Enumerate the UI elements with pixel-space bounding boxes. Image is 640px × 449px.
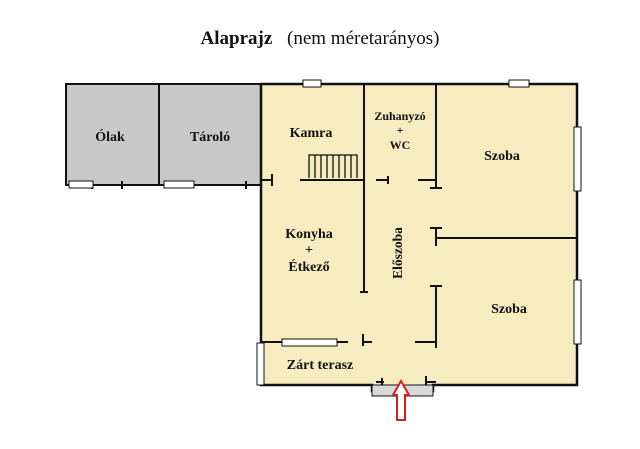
label-olak: Ólak — [95, 128, 125, 145]
label-zuhanyzo-2: + — [397, 123, 404, 137]
olak-room — [65, 83, 160, 186]
window-tarolo — [163, 180, 195, 189]
label-zuhanyzo-3: WC — [390, 138, 411, 152]
label-konyha-3: Étkező — [288, 258, 329, 275]
window-top-left — [302, 79, 322, 88]
label-szoba-upper: Szoba — [484, 149, 520, 164]
title-subtitle: (nem méretarányos) — [287, 28, 440, 49]
title-main: Alaprajz — [200, 28, 273, 49]
window-right-upper — [573, 126, 582, 192]
label-tarolo: Tároló — [190, 130, 230, 145]
window-top-right — [508, 79, 530, 88]
stairs-icon — [308, 154, 358, 178]
windows — [68, 79, 582, 386]
label-kamra: Kamra — [290, 126, 333, 141]
label-zart-terasz: Zárt terasz — [287, 358, 353, 373]
entrance-arrow-icon — [391, 378, 411, 421]
label-konyha-2: + — [305, 243, 313, 258]
label-zuhanyzo-1: Zuhanyzó — [374, 109, 425, 123]
window-olak — [68, 180, 94, 189]
window-right-lower — [573, 279, 582, 345]
label-eloszoba: Előszoba — [390, 227, 405, 279]
label-szoba-lower: Szoba — [491, 302, 527, 317]
window-terasz — [281, 338, 338, 347]
page-title: Alaprajz (nem méretarányos) — [0, 28, 640, 50]
label-konyha-1: Konyha — [285, 227, 332, 242]
window-terasz-left — [256, 342, 265, 386]
